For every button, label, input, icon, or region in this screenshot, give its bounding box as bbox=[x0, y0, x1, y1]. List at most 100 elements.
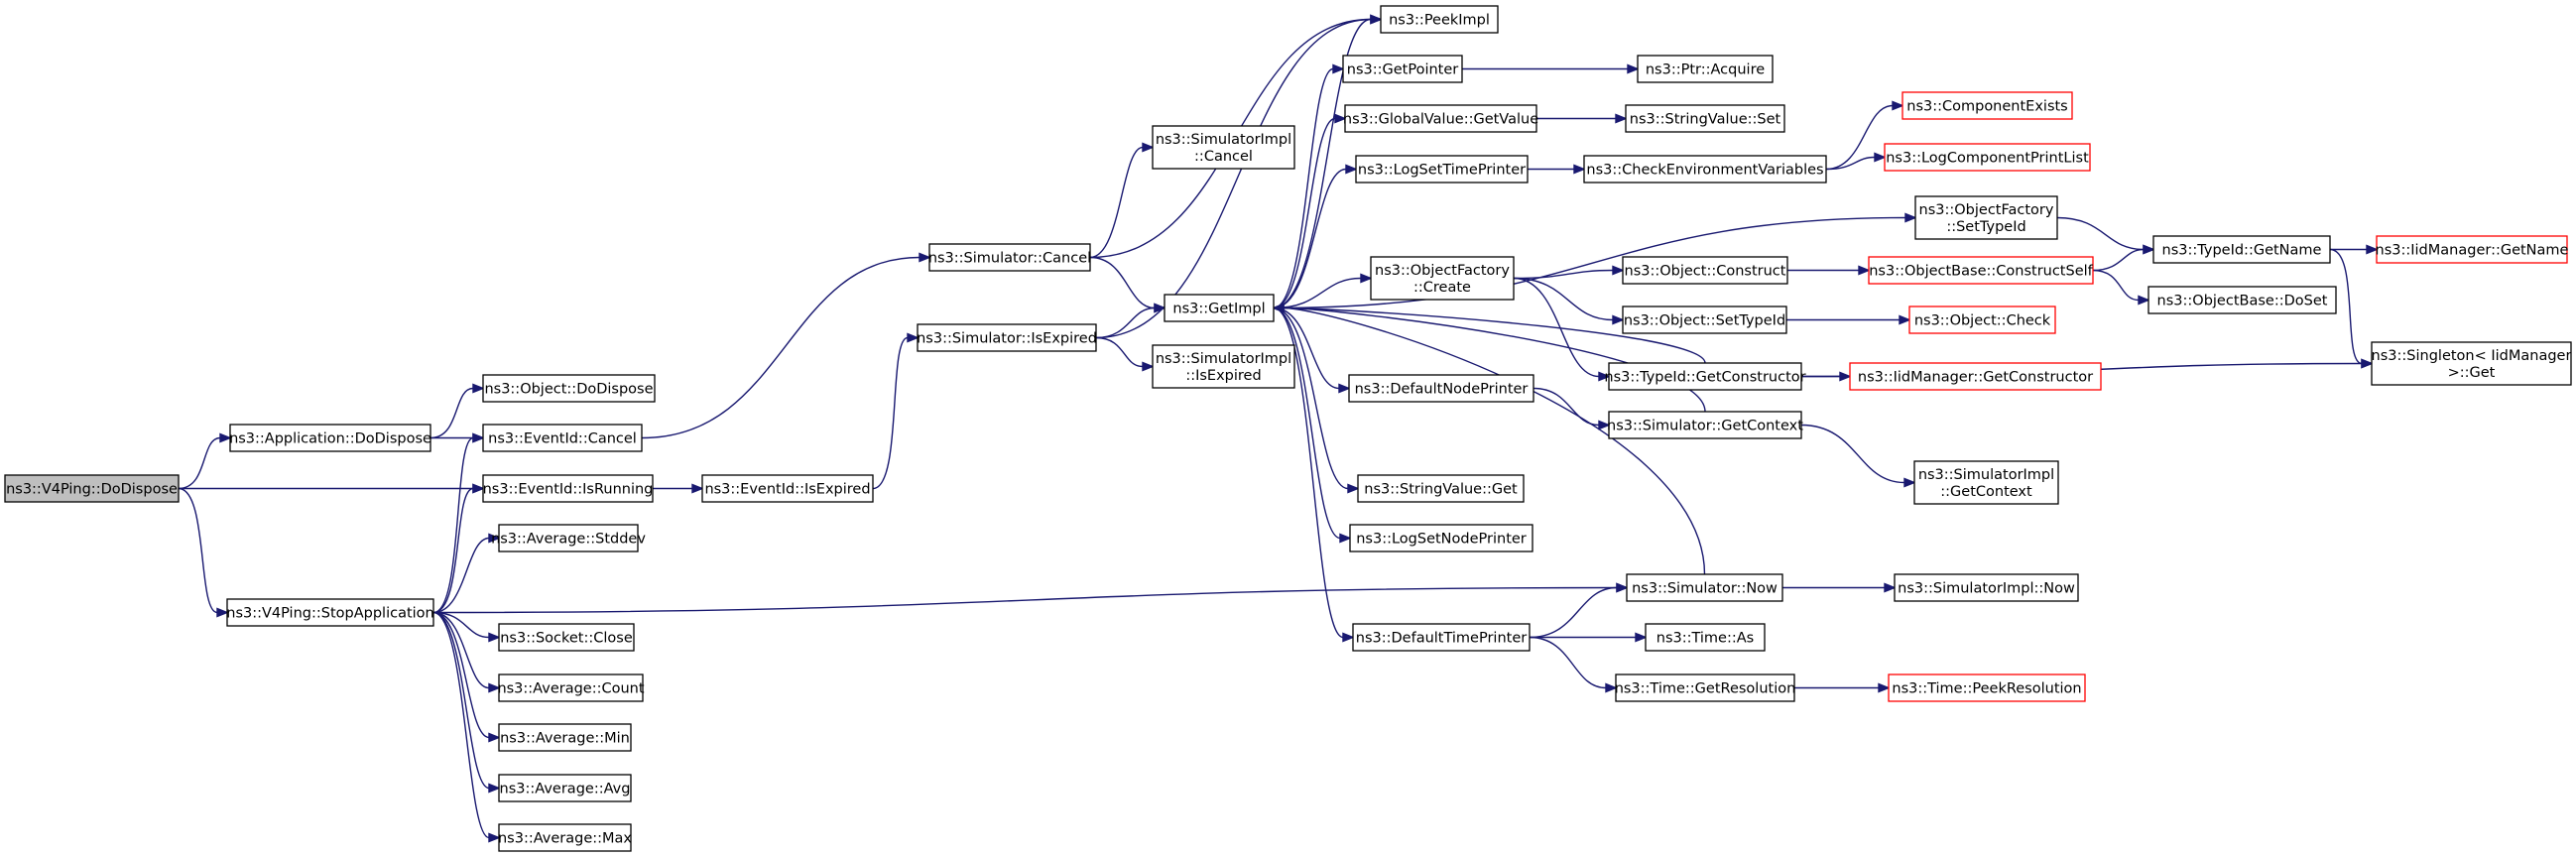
edge-tidgetname-to-singletonget bbox=[2329, 248, 2374, 369]
edge-simisexpired-to-getimpl bbox=[1095, 303, 1166, 339]
node-objcheck[interactable]: ns3::Object::Check bbox=[1908, 306, 2056, 334]
node-tidgetname[interactable]: ns3::TypeId::GetName bbox=[2152, 235, 2331, 264]
node-iidgetctor[interactable]: ns3::IidManager::GetConstructor bbox=[1849, 362, 2102, 391]
node-label: ns3::Average::Min bbox=[500, 731, 630, 747]
node-objbasedoset[interactable]: ns3::ObjectBase::DoSet bbox=[2147, 286, 2337, 314]
node-objsettypeid[interactable]: ns3::Object::SetTypeId bbox=[1622, 306, 1787, 334]
edge-simcancel-to-getimpl bbox=[1089, 256, 1166, 313]
function-nodes: ns3::V4Ping::DoDispose ns3::Application::… bbox=[4, 5, 2572, 852]
node-label: ::Create bbox=[1413, 280, 1471, 296]
node-avgmax[interactable]: ns3::Average::Max bbox=[498, 823, 632, 852]
node-label: ns3::Socket::Close bbox=[500, 631, 633, 647]
node-ofcreate[interactable]: ns3::ObjectFactory::Create bbox=[1370, 256, 1515, 301]
node-avgmin[interactable]: ns3::Average::Min bbox=[498, 723, 632, 752]
edge-dodispose-to-stopapp bbox=[178, 487, 229, 618]
node-objconstruct[interactable]: ns3::Object::Construct bbox=[1622, 256, 1788, 285]
edge-stopapp-to-simnow bbox=[432, 582, 1629, 614]
node-dodispose[interactable]: ns3::V4Ping::DoDispose bbox=[4, 474, 180, 503]
node-defnodeprinter[interactable]: ns3::DefaultNodePrinter bbox=[1348, 374, 1534, 403]
edge-logsettime-to-checkenv bbox=[1527, 164, 1586, 175]
node-timeas[interactable]: ns3::Time::As bbox=[1645, 623, 1766, 652]
node-objdodispose[interactable]: ns3::Object::DoDispose bbox=[482, 374, 656, 403]
node-getimpl[interactable]: ns3::GetImpl bbox=[1164, 294, 1275, 322]
node-simgetcontext[interactable]: ns3::Simulator::GetContext bbox=[1607, 411, 1803, 439]
node-label: ::GetContext bbox=[1940, 484, 2032, 500]
node-compexists[interactable]: ns3::ComponentExists bbox=[1901, 91, 2073, 120]
edge-simnow-to-simimplnow bbox=[1782, 582, 1897, 593]
node-timepeekres[interactable]: ns3::Time::PeekResolution bbox=[1888, 673, 2086, 702]
node-simimplnow[interactable]: ns3::SimulatorImpl::Now bbox=[1894, 573, 2079, 602]
node-simimplcancel[interactable]: ns3::SimulatorImpl::Cancel bbox=[1152, 125, 1295, 170]
node-label: ns3::Object::SetTypeId bbox=[1624, 313, 1785, 329]
node-isexpired[interactable]: ns3::EventId::IsExpired bbox=[701, 474, 874, 503]
edge-objconstruct-to-objbaseconstruct bbox=[1786, 265, 1871, 276]
edge-stopapp-to-isrunning bbox=[432, 483, 485, 614]
node-label: ns3::IidManager::GetConstructor bbox=[1858, 370, 2093, 386]
node-label: ns3::ObjectBase::ConstructSelf bbox=[1869, 264, 2093, 280]
node-label: ns3::StringValue::Get bbox=[1364, 482, 1518, 498]
node-label: ns3::TypeId::GetConstructor bbox=[1604, 370, 1805, 386]
edge-checkenv-to-compexists bbox=[1825, 100, 1904, 171]
node-checkenv[interactable]: ns3::CheckEnvironmentVariables bbox=[1583, 155, 1827, 184]
node-sockclose[interactable]: ns3::Socket::Close bbox=[498, 623, 635, 652]
node-svset[interactable]: ns3::StringValue::Set bbox=[1625, 104, 1785, 133]
call-edges bbox=[178, 14, 2379, 843]
node-simimplgetcontext[interactable]: ns3::SimulatorImpl::GetContext bbox=[1913, 460, 2059, 505]
edge-simcancel-to-simimplcancel bbox=[1089, 142, 1155, 259]
node-label: ns3::Simulator::Now bbox=[1632, 581, 1778, 597]
node-logsettime[interactable]: ns3::LogSetTimePrinter bbox=[1355, 155, 1529, 184]
node-label: ns3::SimulatorImpl bbox=[1156, 351, 1291, 367]
node-deftimeprinter[interactable]: ns3::DefaultTimePrinter bbox=[1352, 623, 1531, 652]
node-label: >::Get bbox=[2448, 365, 2496, 381]
node-logsetnode[interactable]: ns3::LogSetNodePrinter bbox=[1349, 524, 1533, 552]
node-label: ns3::Object::DoDispose bbox=[484, 382, 653, 398]
node-ofsettypeid[interactable]: ns3::ObjectFactory::SetTypeId bbox=[1914, 195, 2058, 240]
node-getpointer[interactable]: ns3::GetPointer bbox=[1342, 55, 1463, 83]
node-avgavg[interactable]: ns3::Average::Avg bbox=[498, 774, 632, 802]
node-label: ns3::Ptr::Acquire bbox=[1646, 62, 1765, 78]
edge-eventcancel-to-simcancel bbox=[641, 252, 931, 439]
node-singletonget[interactable]: ns3::Singleton< IidManager >::Get bbox=[2371, 341, 2572, 386]
node-label: ns3::Object::Construct bbox=[1625, 264, 1786, 280]
edge-deftimeprinter-to-timeas bbox=[1529, 632, 1648, 643]
node-objbaseconstruct[interactable]: ns3::ObjectBase::ConstructSelf bbox=[1868, 256, 2094, 285]
edge-simisexpired-to-peekimpl bbox=[1095, 14, 1383, 339]
node-avgcount[interactable]: ns3::Average::Count bbox=[497, 673, 645, 702]
edge-getimpl-to-gvgetvalue bbox=[1273, 113, 1347, 309]
edge-dodispose-to-isrunning bbox=[179, 483, 485, 494]
edge-deftimeprinter-to-simnow bbox=[1529, 582, 1629, 639]
edge-appdodispose-to-objdodispose bbox=[429, 383, 485, 439]
node-timegetres[interactable]: ns3::Time::GetResolution bbox=[1615, 673, 1796, 702]
node-label: ns3::ObjectFactory bbox=[1375, 263, 1510, 279]
node-gvgetvalue[interactable]: ns3::GlobalValue::GetValue bbox=[1343, 104, 1538, 133]
node-iidgetname[interactable]: ns3::IidManager::GetName bbox=[2376, 235, 2569, 264]
node-label: ns3::V4Ping::StopApplication bbox=[226, 606, 434, 622]
edge-objsettypeid-to-objcheck bbox=[1786, 314, 1911, 325]
node-tidgetctor[interactable]: ns3::TypeId::GetConstructor bbox=[1604, 362, 1806, 391]
node-stddev[interactable]: ns3::Average::Stddev bbox=[491, 524, 646, 552]
node-simimplisexpired[interactable]: ns3::SimulatorImpl::IsExpired bbox=[1152, 344, 1295, 389]
node-label: ns3::Singleton< IidManager bbox=[2372, 348, 2572, 364]
node-simcancel[interactable]: ns3::Simulator::Cancel bbox=[928, 243, 1091, 272]
node-logcompprint[interactable]: ns3::LogComponentPrintList bbox=[1884, 143, 2091, 172]
node-simisexpired[interactable]: ns3::Simulator::IsExpired bbox=[917, 323, 1097, 352]
node-label: ns3::GetImpl bbox=[1172, 302, 1265, 317]
node-label: ::Cancel bbox=[1194, 149, 1253, 165]
node-label: ns3::Application::DoDispose bbox=[229, 431, 431, 447]
node-label: ns3::GetPointer bbox=[1347, 62, 1459, 78]
node-appdodispose[interactable]: ns3::Application::DoDispose bbox=[229, 424, 431, 452]
node-label: ns3::LogSetTimePrinter bbox=[1358, 163, 1526, 179]
node-eventcancel[interactable]: ns3::EventId::Cancel bbox=[482, 424, 643, 452]
node-stopapp[interactable]: ns3::V4Ping::StopApplication bbox=[226, 598, 434, 627]
node-simnow[interactable]: ns3::Simulator::Now bbox=[1626, 573, 1783, 602]
node-isrunning[interactable]: ns3::EventId::IsRunning bbox=[482, 474, 654, 503]
edge-timegetres-to-timepeekres bbox=[1794, 682, 1891, 693]
edge-ofcreate-to-objsettypeid bbox=[1513, 277, 1625, 325]
edge-stopapp-to-avgavg bbox=[432, 611, 501, 794]
edge-stopapp-to-stddev bbox=[432, 533, 501, 614]
node-label: ns3::SimulatorImpl bbox=[1918, 467, 2054, 483]
edge-ofcreate-to-tidgetctor bbox=[1513, 277, 1611, 382]
node-ptracquire[interactable]: ns3::Ptr::Acquire bbox=[1637, 55, 1774, 83]
node-svget[interactable]: ns3::StringValue::Get bbox=[1357, 474, 1525, 503]
node-peekimpl[interactable]: ns3::PeekImpl bbox=[1380, 5, 1499, 34]
